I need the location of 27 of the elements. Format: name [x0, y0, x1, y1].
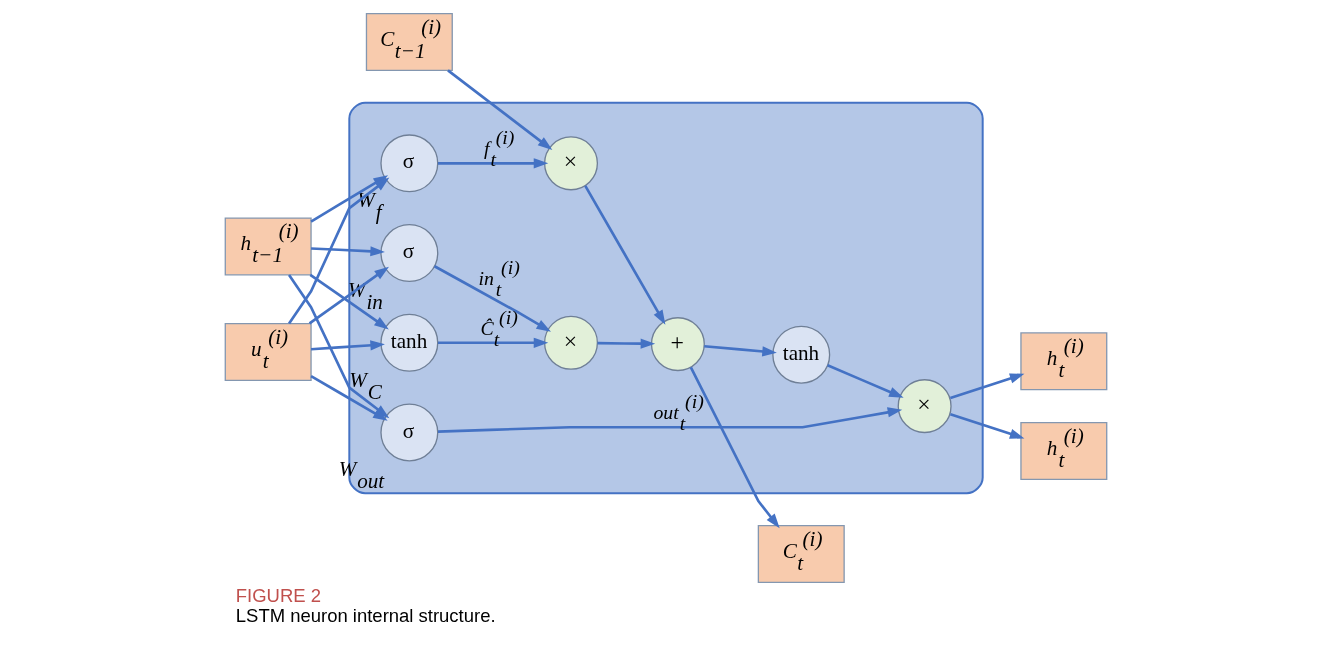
arrow	[433, 265, 551, 332]
node-circle: ×	[543, 315, 598, 370]
arrow	[310, 340, 385, 351]
arrow	[308, 266, 389, 325]
arrow	[826, 364, 904, 398]
arrow	[437, 337, 548, 348]
node-circle: ×	[897, 379, 952, 434]
arrow	[689, 366, 780, 529]
caption: LSTM neuron internal structure.	[235, 605, 496, 627]
arrow	[949, 412, 1024, 439]
node-circle: +	[650, 317, 705, 372]
node-circle: ×	[543, 136, 598, 191]
arrow	[703, 345, 777, 357]
node-circle: σ	[379, 224, 438, 283]
arrow	[437, 407, 902, 433]
arrow	[949, 373, 1024, 400]
arrow	[309, 273, 389, 330]
node-circle: tanh	[771, 325, 830, 384]
node-circle: σ	[379, 403, 438, 462]
arrow	[437, 158, 548, 169]
arrow	[446, 69, 552, 151]
node-circle: tanh	[379, 313, 438, 372]
diagram-title: FIGURE 2	[235, 585, 321, 607]
arrow	[597, 338, 655, 349]
node-circle: σ	[379, 134, 438, 193]
arrow	[583, 185, 665, 325]
arrow	[310, 246, 385, 257]
